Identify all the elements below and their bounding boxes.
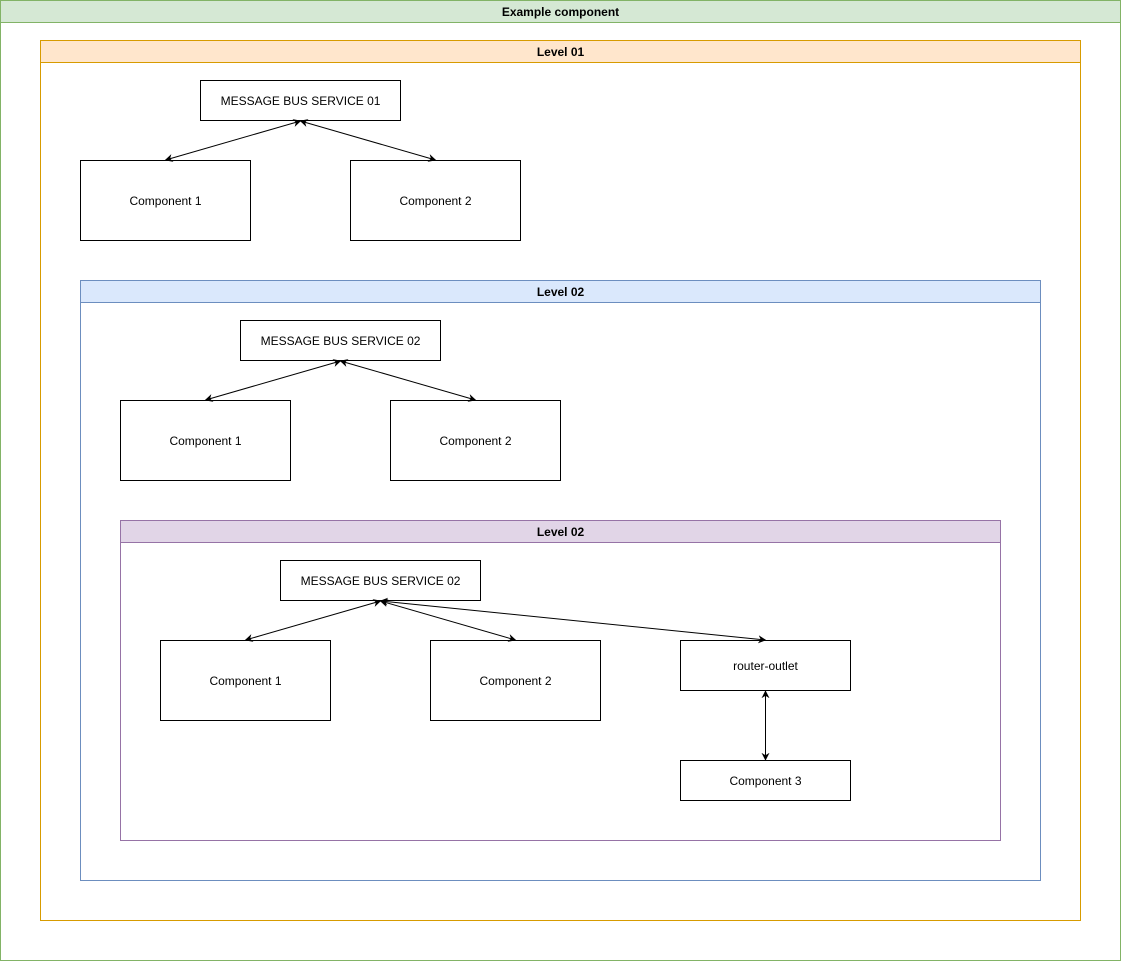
inner-component-2[interactable]: Component 2 — [430, 640, 601, 721]
level-02-title: Level 02 — [81, 281, 1040, 303]
level-01-component-1[interactable]: Component 1 — [80, 160, 251, 241]
level-02-inner-title: Level 02 — [121, 521, 1000, 543]
inner-component-1[interactable]: Component 1 — [160, 640, 331, 721]
message-bus-service-01[interactable]: MESSAGE BUS SERVICE 01 — [200, 80, 401, 121]
level-02-component-1[interactable]: Component 1 — [120, 400, 291, 481]
message-bus-service-02[interactable]: MESSAGE BUS SERVICE 02 — [240, 320, 441, 361]
inner-component-3[interactable]: Component 3 — [680, 760, 851, 801]
router-outlet-node[interactable]: router-outlet — [680, 640, 851, 691]
level-02-component-2[interactable]: Component 2 — [390, 400, 561, 481]
example-component-title: Example component — [1, 1, 1120, 23]
level-01-component-2[interactable]: Component 2 — [350, 160, 521, 241]
inner-message-bus-service-02[interactable]: MESSAGE BUS SERVICE 02 — [280, 560, 481, 601]
level-01-title: Level 01 — [41, 41, 1080, 63]
